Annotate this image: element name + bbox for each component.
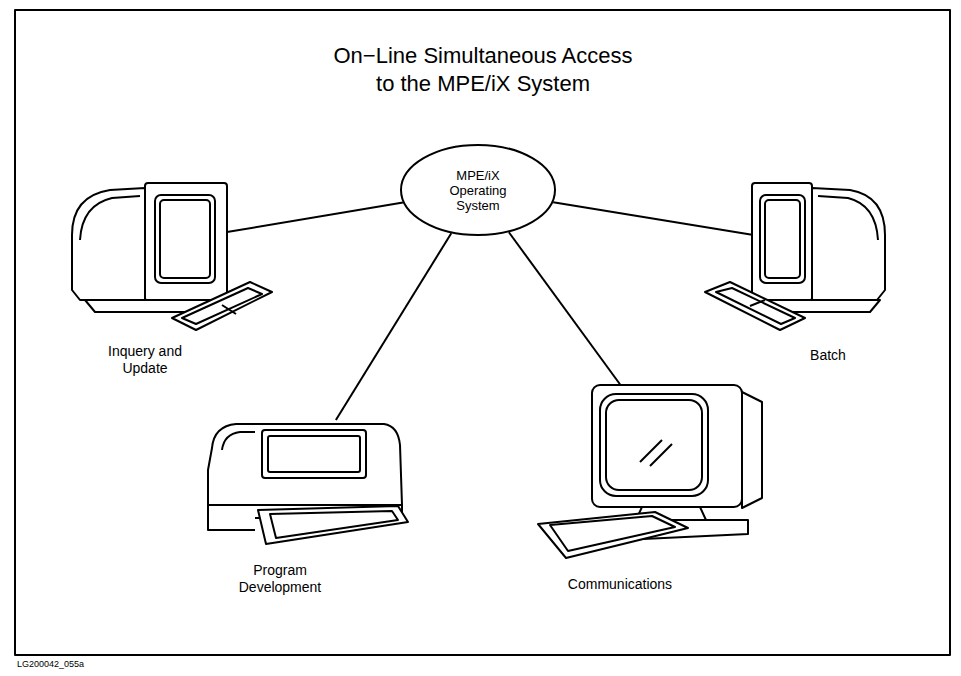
connector-line — [227, 203, 403, 233]
terminal-node: Inquery and Update — [75, 188, 227, 300]
terminal-node: Batch — [752, 185, 882, 300]
terminal-icon — [208, 424, 408, 544]
terminal-icon — [538, 385, 762, 558]
terminal-icon — [705, 183, 885, 330]
os-ellipse: MPE/iX Operating System — [400, 144, 556, 236]
node-text: MPE/iX Operating System — [441, 168, 515, 213]
connector-line — [336, 233, 451, 420]
terminal-icon — [72, 183, 272, 330]
connector-line — [553, 202, 752, 234]
terminal-label: Communications — [550, 576, 690, 593]
diagram-title: On−Line Simultaneous Access to the MPE/i… — [326, 42, 640, 98]
terminal-node: Communications — [588, 385, 746, 513]
terminal-node: Program Development — [210, 420, 402, 532]
figure-id: LG200042_055a — [17, 659, 84, 670]
terminal-label: Batch — [788, 347, 868, 364]
terminal-label: Inquery and Update — [97, 343, 193, 377]
connector-line — [509, 232, 621, 385]
frame — [15, 10, 950, 655]
terminal-label: Program Development — [225, 562, 335, 596]
